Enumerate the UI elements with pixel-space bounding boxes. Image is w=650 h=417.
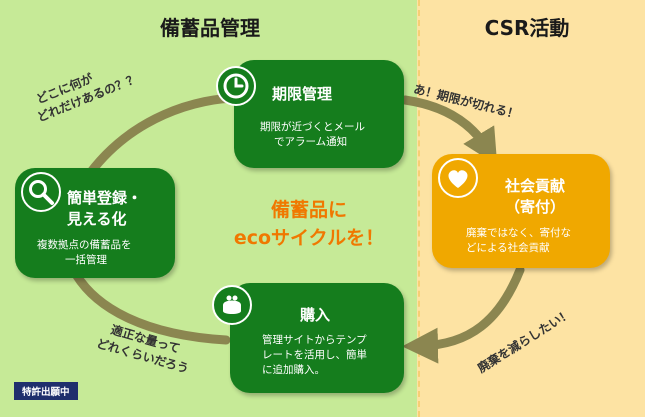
social-contribution-body: 廃棄ではなく、寄付な どによる社会貢献 <box>466 227 571 254</box>
eco-cycle-slogan: 備蓄品に ecoサイクルを！ <box>233 199 385 249</box>
purchase-card: 購入 管理サイトからテンプ レートを活用し、簡単 に追加購入。 <box>212 283 404 393</box>
cycle-arrow-to-csr <box>400 95 498 166</box>
easy-registration-card: 簡単登録・ 見える化 複数拠点の備蓄品を 一括管理 <box>15 168 175 278</box>
easy-registration-title: 簡単登録・ 見える化 <box>67 189 143 228</box>
clock-icon <box>216 66 256 106</box>
purchase-title: 購入 <box>300 306 331 324</box>
stockpile-management-title: 備蓄品管理 <box>160 16 260 40</box>
csr-activity-title: CSR活動 <box>484 16 570 40</box>
magnifier-icon <box>21 172 61 212</box>
cycle-arrow-to-purchase <box>402 265 525 364</box>
heart-icon <box>438 158 478 198</box>
easy-registration-body: 複数拠点の備蓄品を 一括管理 <box>37 239 132 266</box>
expiry-management-card: 期限管理 期限が近づくとメール でアラーム通知 <box>216 60 404 168</box>
social-contribution-card: 社会貢献 （寄付） 廃棄ではなく、寄付な どによる社会貢献 <box>432 154 610 268</box>
section-divider <box>418 0 420 417</box>
purse-icon <box>212 285 252 325</box>
purchase-body: 管理サイトからテンプ レートを活用し、簡単 に追加購入。 <box>262 334 367 376</box>
patent-pending-badge: 特許出願中 <box>14 382 78 400</box>
expiry-management-body: 期限が近づくとメール でアラーム通知 <box>260 121 365 148</box>
expiry-management-title: 期限管理 <box>272 85 333 103</box>
social-contribution-title: 社会貢献 （寄付） <box>504 177 565 216</box>
